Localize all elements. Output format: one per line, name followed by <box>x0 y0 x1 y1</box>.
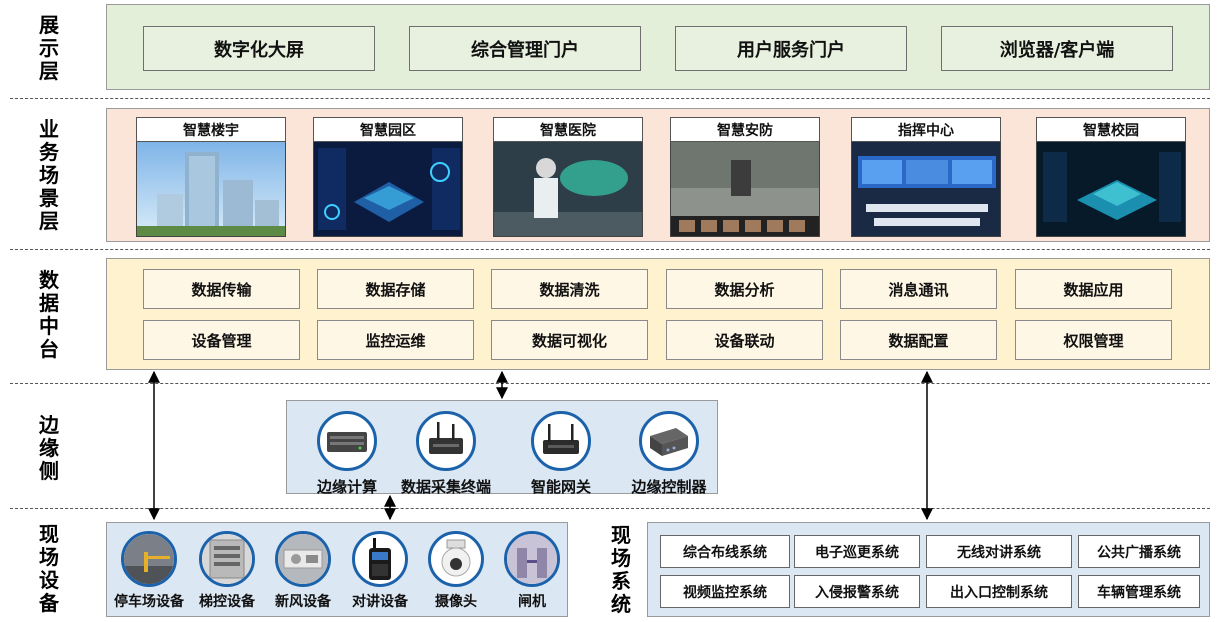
smart-building-image <box>136 142 286 237</box>
field-systems-panel: 综合布线系统 电子巡更系统 无线对讲系统 公共广播系统 视频监控系统 入侵报警系… <box>647 522 1210 617</box>
data-module-visualization[interactable]: 数据可视化 <box>491 320 648 360</box>
data-module-permissions[interactable]: 权限管理 <box>1015 320 1172 360</box>
layer-label-scene: 业务场景层 <box>39 116 59 233</box>
edge-item-data-collector[interactable]: 数据采集终端 <box>396 411 496 497</box>
scene-title: 智慧楼宇 <box>136 117 286 142</box>
smart-campus-image <box>1036 142 1186 237</box>
data-module-monitoring[interactable]: 监控运维 <box>317 320 474 360</box>
data-platform-panel: 数据传输 数据存储 数据清洗 数据分析 消息通讯 数据应用 设备管理 监控运维 … <box>106 258 1210 370</box>
device-item-label: 停车场设备 <box>114 594 184 610</box>
device-item-label: 闸机 <box>518 594 546 610</box>
system-item-vehicle-mgmt[interactable]: 车辆管理系统 <box>1078 575 1200 608</box>
scene-card-smart-park[interactable]: 智慧园区 <box>313 117 463 237</box>
device-item-parking[interactable]: 停车场设备 <box>112 531 186 611</box>
scene-title: 指挥中心 <box>851 117 1001 142</box>
scene-title: 智慧园区 <box>313 117 463 142</box>
scene-title: 智慧校园 <box>1036 117 1186 142</box>
command-center-image <box>851 142 1001 237</box>
device-item-label: 梯控设备 <box>199 594 255 610</box>
smart-security-image <box>670 142 820 237</box>
device-item-camera[interactable]: 摄像头 <box>419 531 493 611</box>
system-item-patrol[interactable]: 电子巡更系统 <box>794 535 920 568</box>
data-module-linkage[interactable]: 设备联动 <box>666 320 823 360</box>
display-item-big-screen[interactable]: 数字化大屏 <box>143 26 375 71</box>
data-module-config[interactable]: 数据配置 <box>840 320 997 360</box>
layer-separator <box>10 249 1210 250</box>
data-module-transmission[interactable]: 数据传输 <box>143 269 300 309</box>
data-module-storage[interactable]: 数据存储 <box>317 269 474 309</box>
system-item-cabling[interactable]: 综合布线系统 <box>660 535 790 568</box>
layer-separator <box>10 98 1210 99</box>
device-item-fresh-air[interactable]: 新风设备 <box>266 531 340 611</box>
display-item-user-portal[interactable]: 用户服务门户 <box>675 26 907 71</box>
field-devices-panel: 停车场设备 梯控设备 新风设备 对讲设备 摄像头 闸机 <box>106 522 568 617</box>
layer-label-systems: 现场系统 <box>611 523 631 616</box>
data-module-analysis[interactable]: 数据分析 <box>666 269 823 309</box>
data-module-messaging[interactable]: 消息通讯 <box>840 269 997 309</box>
data-module-application[interactable]: 数据应用 <box>1015 269 1172 309</box>
fresh-air-unit-icon <box>275 531 331 587</box>
data-module-cleaning[interactable]: 数据清洗 <box>491 269 648 309</box>
parking-equipment-icon <box>121 531 177 587</box>
device-item-intercom[interactable]: 对讲设备 <box>343 531 417 611</box>
walkie-talkie-icon <box>352 531 408 587</box>
layer-separator <box>10 383 1210 384</box>
system-item-broadcast[interactable]: 公共广播系统 <box>1078 535 1200 568</box>
layer-label-devices: 现场设备 <box>39 522 59 615</box>
device-item-label: 对讲设备 <box>352 594 408 610</box>
device-item-gate[interactable]: 闸机 <box>495 531 569 611</box>
edge-layer-panel: 边缘计算 数据采集终端 智能网关 边缘控制器 <box>286 400 719 497</box>
dome-camera-icon <box>428 531 484 587</box>
scene-title: 智慧医院 <box>493 117 643 142</box>
edge-item-computing[interactable]: 边缘计算 <box>297 411 397 497</box>
data-terminal-icon <box>416 411 476 471</box>
layer-label-data: 数据中台 <box>39 268 59 361</box>
display-item-management-portal[interactable]: 综合管理门户 <box>409 26 641 71</box>
scene-card-smart-hospital[interactable]: 智慧医院 <box>493 117 643 237</box>
device-item-label: 新风设备 <box>275 594 331 610</box>
system-item-access-control[interactable]: 出入口控制系统 <box>926 575 1072 608</box>
turnstile-gate-icon <box>504 531 560 587</box>
edge-item-label: 边缘计算 <box>316 478 377 496</box>
scene-layer-panel: 智慧楼宇 智慧园区 <box>106 108 1210 242</box>
display-layer-panel: 数字化大屏 综合管理门户 用户服务门户 浏览器/客户端 <box>106 4 1210 90</box>
smart-hospital-image <box>493 142 643 237</box>
layer-label-edge: 边缘侧 <box>39 412 59 483</box>
system-item-intrusion-alarm[interactable]: 入侵报警系统 <box>794 575 920 608</box>
layer-separator <box>10 508 1210 509</box>
scene-card-smart-campus[interactable]: 智慧校园 <box>1036 117 1186 237</box>
system-item-video-surveillance[interactable]: 视频监控系统 <box>660 575 790 608</box>
edge-item-label: 边缘控制器 <box>631 478 707 496</box>
device-item-label: 摄像头 <box>435 594 477 610</box>
display-item-browser-client[interactable]: 浏览器/客户端 <box>941 26 1173 71</box>
device-item-elevator-control[interactable]: 梯控设备 <box>190 531 264 611</box>
system-item-radio-intercom[interactable]: 无线对讲系统 <box>926 535 1072 568</box>
smart-park-image <box>313 142 463 237</box>
gateway-router-icon <box>531 411 591 471</box>
scene-card-command-center[interactable]: 指挥中心 <box>851 117 1001 237</box>
edge-item-controller[interactable]: 边缘控制器 <box>619 411 719 497</box>
scene-card-smart-building[interactable]: 智慧楼宇 <box>136 117 286 237</box>
edge-controller-icon <box>639 411 699 471</box>
elevator-control-icon <box>199 531 255 587</box>
scene-title: 智慧安防 <box>670 117 820 142</box>
scene-card-smart-security[interactable]: 智慧安防 <box>670 117 820 237</box>
edge-item-label: 数据采集终端 <box>400 478 491 496</box>
edge-item-gateway[interactable]: 智能网关 <box>511 411 611 497</box>
edge-item-label: 智能网关 <box>530 478 591 496</box>
edge-computing-box-icon <box>317 411 377 471</box>
layer-label-display: 展示层 <box>39 12 59 83</box>
data-module-device-mgmt[interactable]: 设备管理 <box>143 320 300 360</box>
